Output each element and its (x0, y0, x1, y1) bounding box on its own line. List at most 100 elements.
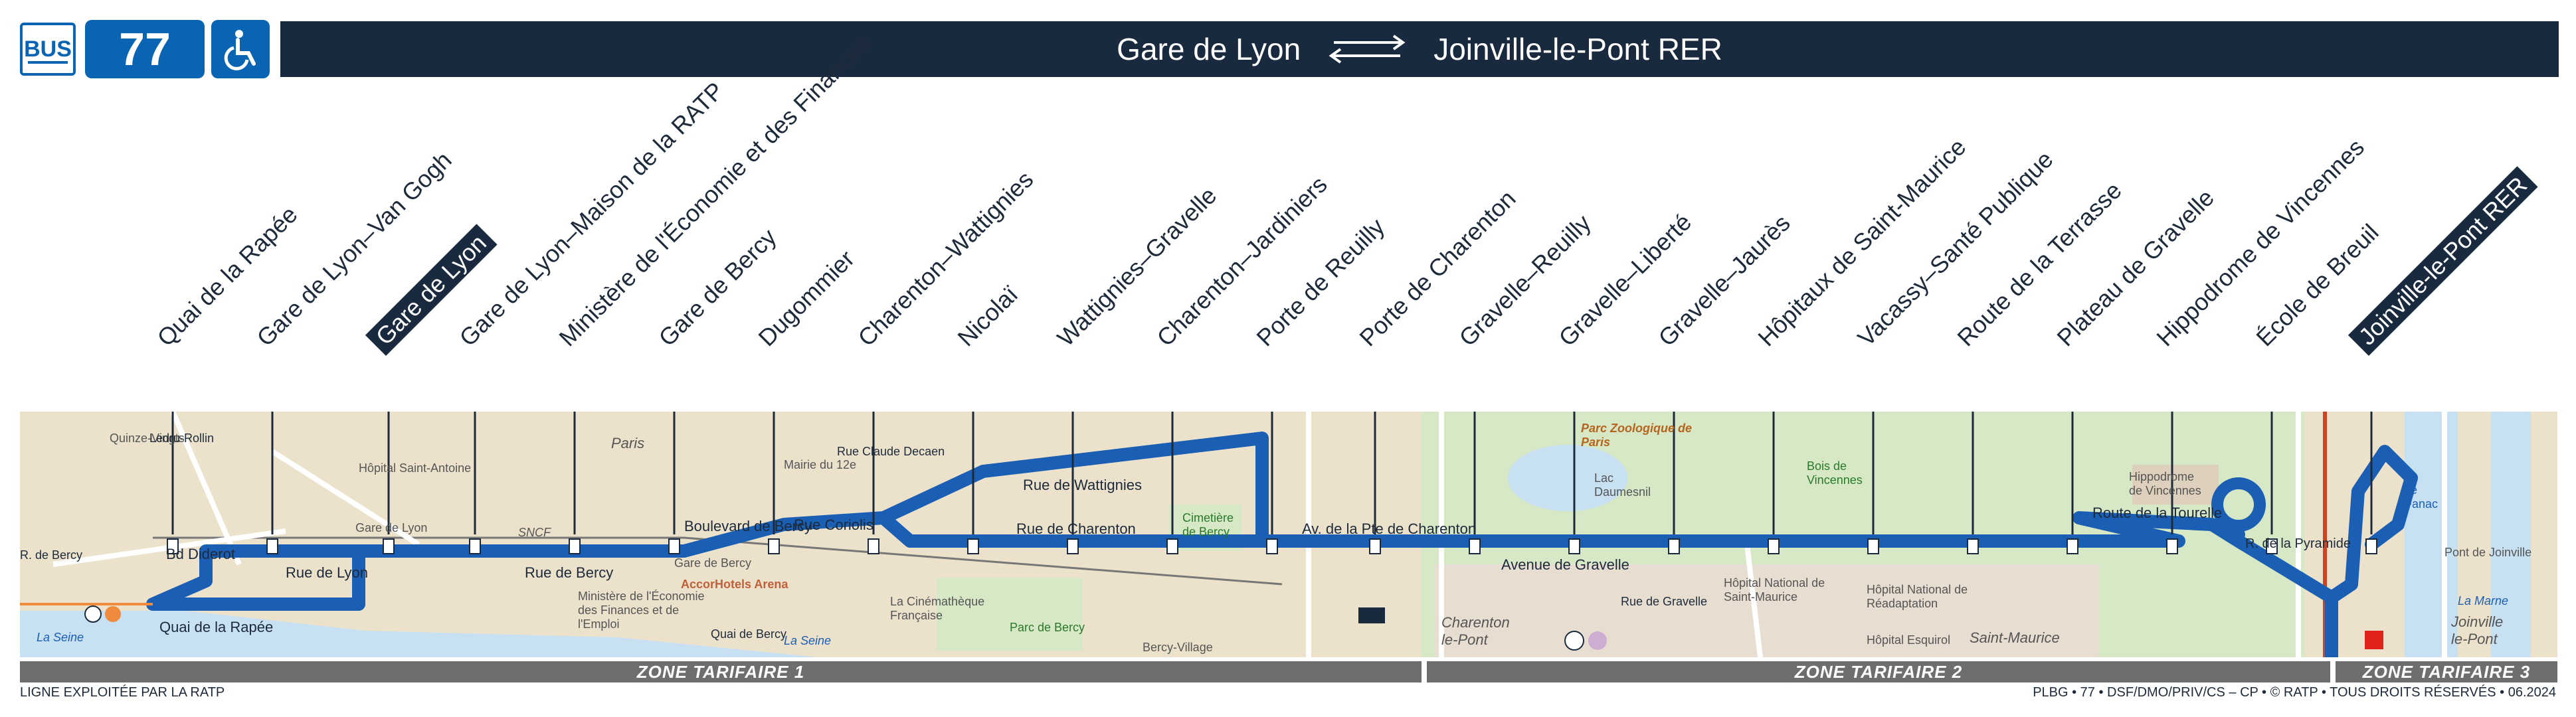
metro-8-icon (1564, 631, 1607, 651)
map-label-cinematheque: La Cinémathèque Française (890, 595, 985, 622)
map-label-ministere: Ministère de l'Économie des Finances et … (578, 590, 705, 631)
map-label-joinville: Joinville le-Pont (2451, 613, 2504, 647)
stop-marker[interactable] (569, 538, 581, 554)
map-label-sncf: SNCF (518, 526, 551, 539)
stop-marker[interactable] (668, 538, 680, 554)
stop-marker[interactable] (1166, 538, 1178, 554)
marne-river-2 (2491, 412, 2531, 657)
stop-marker[interactable] (768, 538, 780, 554)
stop-marker[interactable] (1668, 538, 1680, 554)
route-map (20, 412, 2557, 657)
map-label-hopital-readapt: Hôpital National de Réadaptation (1867, 583, 1968, 610)
map-label-gare-de-lyon: Gare de Lyon (355, 521, 428, 534)
road-av-gravelle: Avenue de Gravelle (1501, 556, 1629, 573)
stop-label: Dugommier (753, 244, 860, 352)
stop-marker[interactable] (1266, 538, 1278, 554)
zone-3-band: ZONE TARIFAIRE 3 (2336, 661, 2557, 682)
road-r-bercy-small: R. de Bercy (20, 548, 83, 562)
stop-marker[interactable] (2067, 538, 2078, 554)
map-label-gare-de-bercy: Gare de Bercy (674, 556, 752, 570)
stop-label: Gare de Lyon–Van Gogh (251, 146, 457, 352)
wheelchair-icon (211, 20, 270, 78)
road-quai-rapee: Quai de la Rapée (159, 619, 274, 635)
stop-label: Nicolaï (952, 280, 1024, 352)
parc-de-bercy (937, 578, 1083, 651)
map-label-bercy-village: Bercy-Village (1143, 641, 1213, 654)
stop-marker[interactable] (967, 538, 979, 554)
map-label-la-seine-2: La Seine (784, 634, 832, 647)
map-label-la-marne: La Marne (2458, 594, 2509, 607)
zone-2-band: ZONE TARIFAIRE 2 (1427, 661, 2330, 682)
stop-marker[interactable] (868, 538, 879, 554)
map-label-la-seine: La Seine (37, 631, 84, 644)
road-rue-de-lyon: Rue de Lyon (286, 564, 368, 581)
stop-marker[interactable] (167, 538, 179, 554)
rond-point-pyramide (2211, 477, 2266, 532)
stop-label: Route de la Terrasse (1952, 176, 2127, 352)
two-way-arrow-icon (1329, 35, 1406, 64)
road-rue-gravelle: Rue de Gravelle (1621, 595, 1708, 608)
stop-marker[interactable] (2266, 538, 2278, 554)
origin-label: Gare de Lyon (1117, 32, 1301, 66)
map-label-esquirol: Hôpital Esquirol (1867, 633, 1951, 647)
road-bd-bercy: Boulevard de Bercy (684, 518, 812, 534)
map-label-charenton: Charenton le-Pont (1441, 614, 1510, 648)
road-bd-diderot: Bd Diderot (166, 546, 235, 562)
map-label-mairie: Mairie du 12e (784, 458, 857, 471)
map-label-lac: Lac Daumesnil (1594, 471, 1651, 499)
road-route-tourelle: Route de la Tourelle (2092, 505, 2223, 521)
road-quai-bercy: Quai de Bercy (711, 627, 787, 641)
lac-daumesnil (1508, 445, 1627, 511)
metro-5-icon (84, 605, 121, 623)
sncf-rail (153, 536, 1283, 586)
road-claude-decaen: Rue Claude Decaen (837, 445, 945, 458)
map-label-cimetiere: Cimetière de Bercy (1182, 511, 1234, 538)
stop-marker[interactable] (1469, 538, 1481, 554)
road-rue-charenton: Rue de Charenton (1016, 520, 1136, 537)
stop-marker[interactable] (2166, 538, 2178, 554)
stop-label: Vacassy–Santé Publique (1852, 145, 2059, 352)
road-rue-bercy: Rue de Bercy (525, 564, 614, 581)
stop-marker[interactable] (383, 538, 395, 554)
map-label-parc-zoo: Parc Zoologique de Paris (1581, 422, 1693, 449)
stop-marker[interactable] (1369, 538, 1381, 554)
hippodrome (2132, 465, 2219, 505)
marne-river (2405, 412, 2458, 657)
map-label-accorhotels: AccorHotels Arena (681, 578, 788, 591)
stop-marker[interactable] (1067, 538, 1079, 554)
line-number-badge: 77 (85, 20, 205, 78)
stop-marker[interactable] (469, 538, 481, 554)
map-label-hopital-national: Hôpital National de Saint-Maurice (1724, 576, 1825, 603)
stop-marker[interactable] (2365, 538, 2377, 554)
map-label-fanac: Île Fanac (2405, 483, 2438, 511)
stop-ticks (171, 412, 2373, 534)
map-label-parc-bercy: Parc de Bercy (1010, 621, 1085, 634)
footer-operator: LIGNE EXPLOITÉE PAR LA RATP (20, 685, 225, 700)
footer-copyright: PLBG • 77 • DSF/DMO/PRIV/CS – CP • © RAT… (2033, 685, 2556, 700)
map-label-hippodrome: Hippodrome de Vincennes (2129, 470, 2201, 497)
rer-a-icon (2365, 631, 2383, 649)
map-label-paris: Paris (611, 435, 645, 451)
road-ledru-rollin: Ledru-Rollin (149, 432, 215, 445)
bus-mode-badge: BUS (20, 23, 76, 76)
seine-river (20, 611, 817, 657)
stop-label: Hippodrome de Vincennes (2151, 133, 2369, 352)
map-label-saint-maurice: Saint-Maurice (1970, 629, 2060, 646)
bus-label: BUS (24, 36, 72, 62)
stop-label: Charenton–Jardiniers (1151, 171, 1333, 352)
stop-markers (167, 538, 2377, 554)
tram-t3-icon (1358, 607, 1385, 623)
stop-marker[interactable] (1568, 538, 1580, 554)
stop-marker[interactable] (1867, 538, 1879, 554)
zone-1-band: ZONE TARIFAIRE 1 (20, 661, 1422, 682)
saint-maurice-area (1435, 564, 2099, 657)
stop-marker[interactable] (1967, 538, 1979, 554)
stop-marker[interactable] (266, 538, 278, 554)
road-av-pte-charenton: Av. de la Pte de Charenton (1302, 520, 1477, 537)
stop-marker[interactable] (1768, 538, 1780, 554)
map-label-pont-joinville: Pont de Joinville (2444, 546, 2532, 559)
destination-label: Joinville-le-Pont RER (1433, 32, 1722, 66)
road-rue-wattignies: Rue de Wattignies (1023, 477, 1142, 493)
road-rue-coriolis: Rue Coriolis (794, 517, 874, 533)
road-r-pyramide: R. de la Pyramide (2245, 536, 2351, 551)
